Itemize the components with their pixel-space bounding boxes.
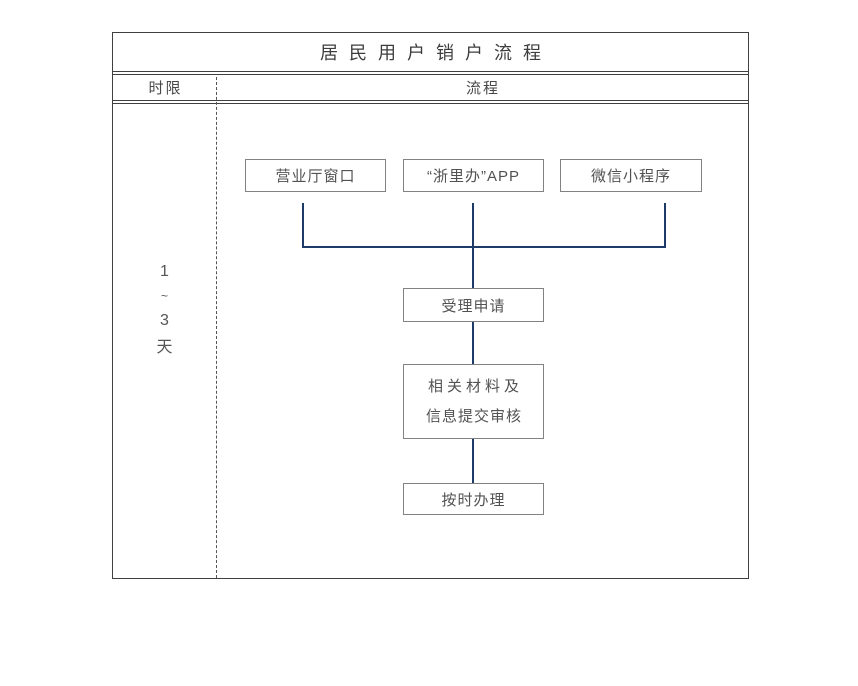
- step-label: 按时办理: [441, 491, 506, 509]
- connector-line-center-drop: [472, 203, 474, 288]
- connector-line-right-drop: [664, 203, 666, 248]
- channel-box-service-hall: 营业厅窗口: [245, 159, 386, 192]
- flowchart-frame: 居民用户销户流程 时限 流程 1 ~ 3 天 营业厅窗口 “浙里办”APP: [112, 32, 749, 579]
- flow-body: 1 ~ 3 天 营业厅窗口 “浙里办”APP 微信小程序 受理申请 相关材料及 …: [113, 108, 748, 578]
- process-header-label: 流程: [465, 80, 500, 97]
- time-limit-header-label: 时限: [148, 80, 183, 97]
- process-header-cell: 流程: [216, 75, 748, 100]
- time-limit-header-cell: 时限: [113, 75, 216, 100]
- connector-line-left-drop: [302, 203, 304, 248]
- chart-title-row: 居民用户销户流程: [113, 33, 748, 72]
- step-label-line2: 信息提交审核: [425, 407, 522, 425]
- time-limit-line: 1: [160, 263, 169, 280]
- time-limit-value: 1 ~ 3 天: [113, 258, 216, 361]
- channel-box-wechat-miniprogram: 微信小程序: [560, 159, 702, 192]
- chart-title: 居民用户销户流程: [320, 43, 552, 63]
- step-box-accept-application: 受理申请: [403, 288, 544, 322]
- connector-line-accept-to-review: [472, 322, 474, 364]
- time-limit-line: ~: [160, 289, 168, 303]
- header-row: 时限 流程: [113, 75, 748, 101]
- channel-label: 营业厅窗口: [275, 168, 356, 185]
- channel-label: 微信小程序: [590, 168, 671, 185]
- channel-box-zheliban-app: “浙里办”APP: [403, 159, 544, 192]
- connector-line-review-to-handle: [472, 439, 474, 483]
- column-divider-dashed-line: [216, 77, 217, 578]
- step-box-materials-review: 相关材料及 信息提交审核: [403, 364, 544, 439]
- step-label-line1: 相关材料及: [427, 377, 523, 395]
- time-limit-line: 3: [160, 312, 169, 329]
- connector-line-merge-horizontal: [302, 246, 666, 248]
- step-label: 受理申请: [441, 297, 506, 315]
- time-limit-line: 天: [156, 339, 173, 356]
- title-header-separator: [113, 72, 748, 75]
- channel-label: “浙里办”APP: [426, 168, 520, 185]
- header-body-separator: [113, 101, 748, 104]
- step-box-handle-on-time: 按时办理: [403, 483, 544, 515]
